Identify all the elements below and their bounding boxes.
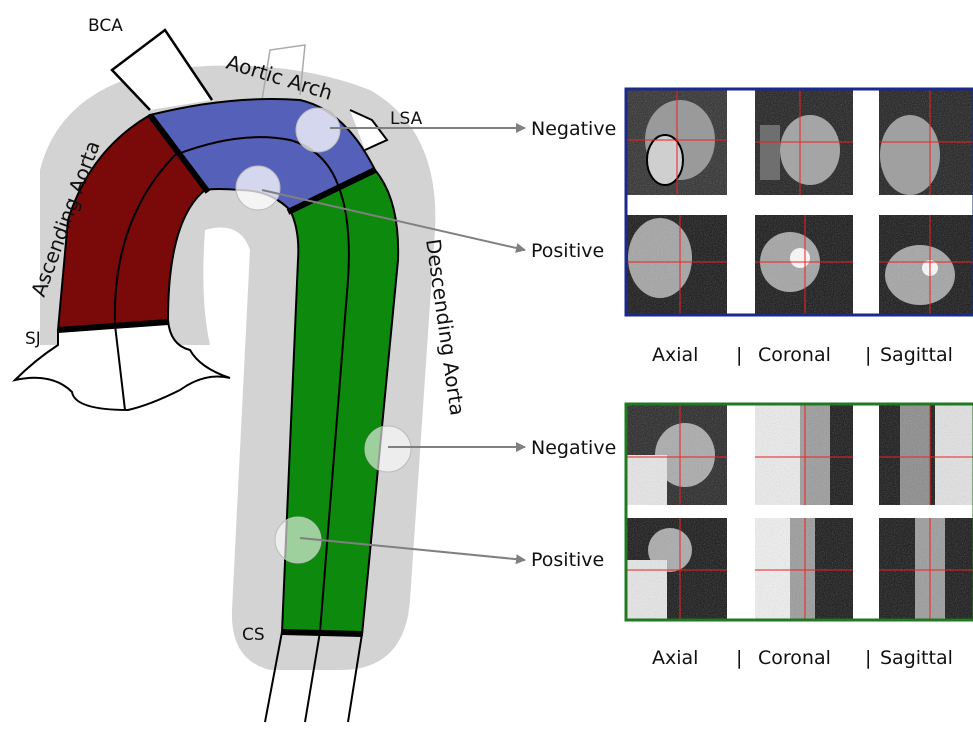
caption-separator: | bbox=[736, 647, 742, 669]
label-sj: SJ bbox=[25, 329, 41, 349]
caption-sagittal: Sagittal bbox=[880, 647, 953, 669]
ct-row-positive bbox=[627, 215, 973, 314]
row-label-negative: Negative bbox=[531, 437, 616, 459]
ct-row-negative bbox=[627, 90, 973, 195]
row-label-positive: Positive bbox=[531, 240, 604, 262]
sample-circle-desc-negative bbox=[365, 426, 411, 472]
caption-coronal: Coronal bbox=[758, 344, 831, 366]
caption-axial: Axial bbox=[652, 344, 698, 366]
ct-panel-descending bbox=[625, 403, 973, 621]
sample-circle-arch-negative bbox=[296, 108, 340, 152]
label-lsa: LSA bbox=[390, 109, 423, 129]
label-cs: CS bbox=[242, 625, 265, 645]
caption-separator: | bbox=[865, 647, 871, 669]
sample-circle-arch-positive bbox=[236, 166, 280, 210]
caption-axial: Axial bbox=[652, 647, 698, 669]
caption-sagittal: Sagittal bbox=[880, 344, 953, 366]
label-bca: BCA bbox=[88, 16, 123, 36]
caption-separator: | bbox=[865, 344, 871, 366]
cs-boundary bbox=[282, 632, 362, 634]
row-label-negative: Negative bbox=[531, 118, 616, 140]
ct-panel-arch bbox=[625, 88, 973, 316]
ct-row-positive bbox=[627, 518, 973, 619]
caption-separator: | bbox=[736, 344, 742, 366]
ct-row-negative bbox=[627, 405, 973, 505]
row-label-positive: Positive bbox=[531, 549, 604, 571]
caption-coronal: Coronal bbox=[758, 647, 831, 669]
